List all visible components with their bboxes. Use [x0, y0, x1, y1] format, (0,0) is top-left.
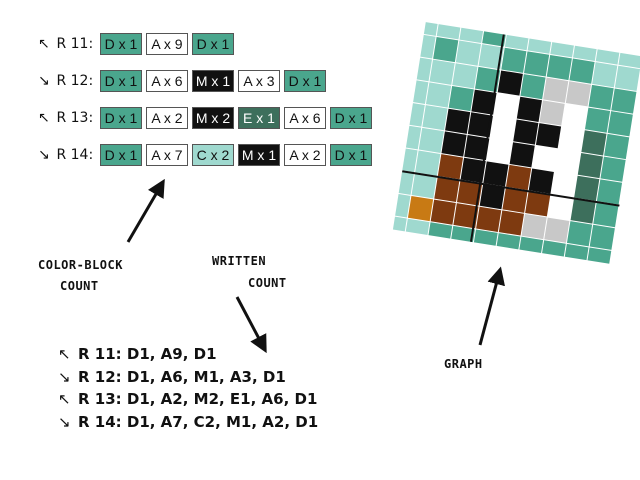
written-count-label-2: COUNT — [248, 276, 287, 290]
color-block: M x 1 — [238, 144, 280, 166]
written-row: ↘ R 14: D1, A7, C2, M1, A2, D1 — [58, 411, 318, 434]
written-row-text: R 12: D1, A6, M1, A3, D1 — [78, 367, 286, 386]
diagonal-arrow-icon: ↖ — [58, 345, 71, 363]
written-count: ↖ R 11: D1, A9, D1 ↘ R 12: D1, A6, M1, A3,… — [58, 343, 318, 433]
row-label-text: R 14: — [56, 147, 94, 163]
color-block: M x 2 — [192, 107, 234, 129]
row-label-12: ↘ R 12: — [38, 74, 93, 88]
written-row: ↖ R 11: D1, A9, D1 — [58, 343, 318, 366]
diagonal-arrow-icon: ↘ — [38, 147, 50, 163]
graph-arrow — [478, 266, 505, 346]
written-row-text: R 13: D1, A2, M2, E1, A6, D1 — [78, 390, 318, 408]
color-block: D x 1 — [330, 144, 372, 166]
row-label-11: ↖ R 11: — [38, 37, 93, 51]
color-block: D x 1 — [100, 144, 142, 166]
color-block: A x 6 — [284, 107, 326, 129]
written-row: ↖ R 13: D1, A2, M2, E1, A6, D1 — [58, 388, 318, 411]
color-block: D x 1 — [100, 107, 142, 129]
diagonal-arrow-icon: ↖ — [38, 36, 50, 52]
color-block: A x 2 — [146, 107, 188, 129]
color-block: A x 3 — [238, 70, 280, 92]
color-block: C x 2 — [192, 144, 234, 166]
diagonal-arrow-icon: ↖ — [58, 390, 71, 408]
graph-label: GRAPH — [444, 357, 483, 371]
color-block: A x 9 — [146, 33, 188, 55]
color-block: D x 1 — [100, 33, 142, 55]
color-block-label: COLOR-BLOCK — [38, 258, 123, 272]
color-block: M x 1 — [192, 70, 234, 92]
written-row: ↘ R 12: D1, A6, M1, A3, D1 — [58, 366, 318, 389]
diagonal-arrow-icon: ↘ — [38, 73, 50, 89]
row-label-text: R 12: — [56, 73, 94, 89]
color-block: D x 1 — [330, 107, 372, 129]
written-row-text: R 14: D1, A7, C2, M1, A2, D1 — [78, 412, 319, 431]
color-block-label-2: COUNT — [60, 279, 99, 293]
color-block: A x 6 — [146, 70, 188, 92]
diagonal-arrow-icon: ↖ — [38, 110, 50, 126]
written-count-label: WRITTEN — [212, 254, 267, 268]
row-label-14: ↘ R 14: — [38, 148, 93, 162]
color-block: A x 7 — [146, 144, 188, 166]
row-label-13: ↖ R 13: — [38, 111, 93, 125]
written-row-text: R 11: D1, A9, D1 — [78, 345, 217, 363]
color-block-arrow — [126, 178, 165, 243]
diagonal-arrow-icon: ↘ — [58, 412, 71, 431]
color-block: D x 1 — [284, 70, 326, 92]
color-block: D x 1 — [192, 33, 234, 55]
written-count-arrow — [235, 296, 267, 354]
row-label-text: R 13: — [56, 110, 94, 126]
row-label-text: R 11: — [56, 36, 94, 52]
color-block: D x 1 — [100, 70, 142, 92]
color-block: A x 2 — [284, 144, 326, 166]
diagonal-arrow-icon: ↘ — [58, 367, 71, 386]
color-block: E x 1 — [238, 107, 280, 129]
